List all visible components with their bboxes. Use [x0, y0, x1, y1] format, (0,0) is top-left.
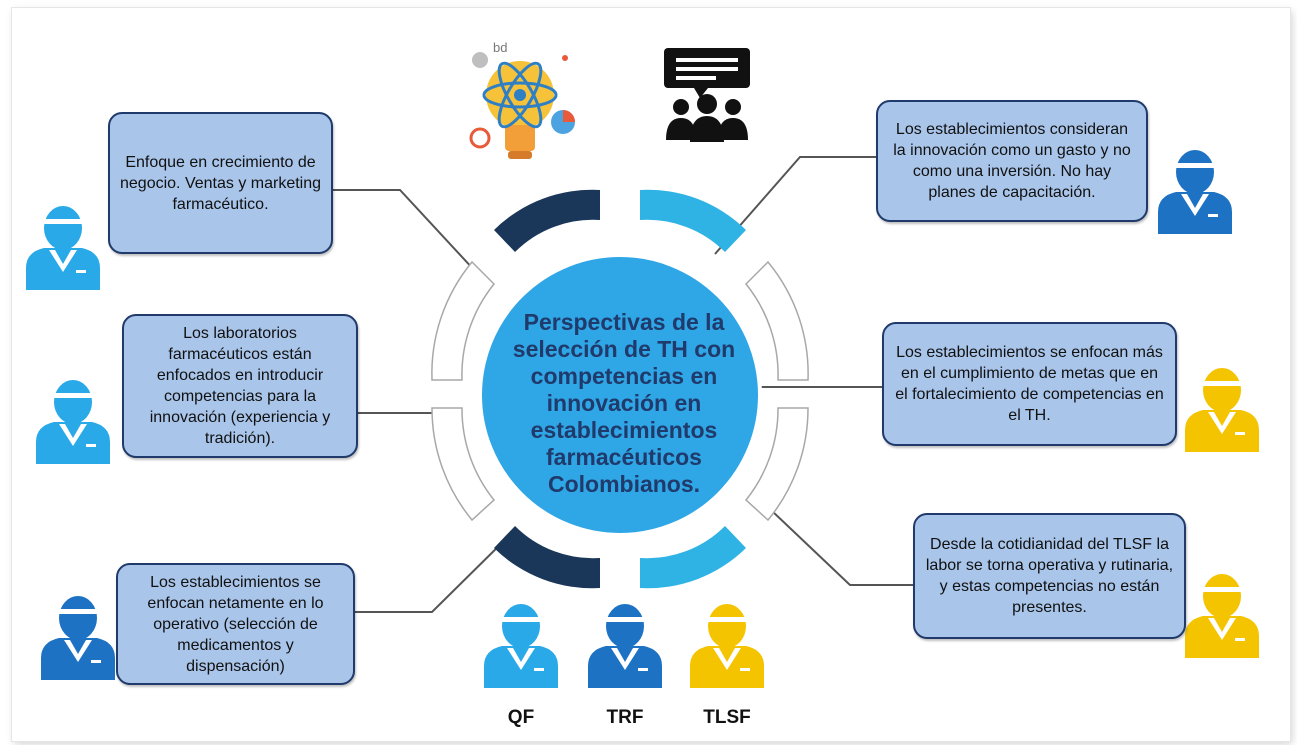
- person-icon: [36, 380, 110, 464]
- person-icon: [1185, 368, 1259, 452]
- legend-qf-icon: [484, 604, 558, 688]
- box-right-bot: Desde la cotidianidad del TLSF la labor …: [913, 513, 1186, 639]
- center-title: Perspectivas de la selección de TH con c…: [512, 308, 736, 497]
- legend-trf-label: TRF: [606, 707, 644, 728]
- connector-left-top: [333, 189, 489, 286]
- connector-lines: [333, 156, 913, 613]
- outline-arcs: [431, 260, 809, 522]
- connector-left-bot: [355, 529, 516, 613]
- arc-light-top: [640, 189, 746, 252]
- person-icon: [1158, 150, 1232, 234]
- legend-tlsf-icon: [690, 604, 764, 688]
- legend-trf-icon: [588, 604, 662, 688]
- svg-text:bd: bd: [493, 40, 507, 55]
- box-right-mid: Los establecimientos se enfocan más en e…: [882, 322, 1177, 446]
- arc-dark-top: [494, 189, 600, 252]
- legend-qf-label: QF: [507, 707, 535, 728]
- lightbulb-atom-icon: bd: [469, 40, 575, 159]
- person-icon: [26, 206, 100, 290]
- audience-presentation-icon: [664, 48, 750, 142]
- box-left-top: Enfoque en crecimiento de negocio. Venta…: [108, 112, 333, 254]
- person-icon: [41, 596, 115, 680]
- arc-dark-bottom: [494, 526, 600, 589]
- center-circle: [478, 253, 762, 537]
- connector-right-bot: [751, 491, 913, 586]
- box-left-bot: Los establecimientos se enfocan netament…: [116, 563, 355, 685]
- person-icon: [1185, 574, 1259, 658]
- arc-light-bottom: [640, 526, 746, 589]
- connector-right-top: [714, 156, 876, 255]
- box-right-top: Los establecimientos consideran la innov…: [876, 100, 1148, 222]
- legend-tlsf-label: TLSF: [703, 707, 751, 728]
- box-left-mid: Los laboratorios farmacéuticos están enf…: [122, 314, 358, 458]
